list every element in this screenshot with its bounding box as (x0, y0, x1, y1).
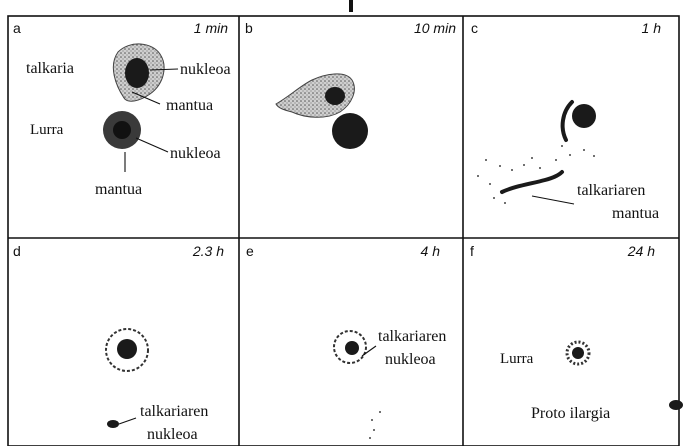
panel-f-illustration: Lurra Proto ilargia (500, 342, 683, 422)
label-c-line1: talkariaren (577, 182, 645, 199)
debris-stream (502, 172, 562, 192)
panel-f-letter: f (470, 243, 474, 259)
panel-c-time: 1 h (642, 20, 662, 36)
panel-a-illustration: talkaria nukleoa mantua Lurra nukleoa ma… (26, 44, 231, 198)
label-e-line2: nukleoa (385, 351, 436, 368)
panel-e-header: e 4 h (246, 243, 440, 259)
impactor-core-d (107, 420, 119, 428)
panel-c-letter: c (471, 20, 478, 36)
panel-a-letter: a (13, 20, 21, 36)
label-f-lurra: Lurra (500, 351, 534, 367)
panel-d-header: d 2.3 h (13, 243, 224, 259)
debris-dots-e (369, 411, 381, 439)
impactor-core (125, 58, 149, 88)
proto-moon (669, 400, 683, 410)
earth-core (113, 121, 131, 139)
ejecta-arc (563, 102, 572, 140)
panel-e-time: 4 h (421, 243, 441, 259)
top-divider-mark (349, 0, 353, 12)
panel-e-illustration: talkariaren nukleoa (334, 328, 446, 439)
panel-f-time: 24 h (627, 243, 655, 259)
earth-e (345, 341, 359, 355)
panel-d-time: 2.3 h (192, 243, 224, 259)
panel-c-header: c 1 h (471, 20, 661, 36)
label-talkaria: talkaria (26, 60, 74, 77)
label-d-line2: nukleoa (147, 426, 198, 443)
panel-a-time: 1 min (194, 20, 228, 36)
earth-c (572, 104, 596, 128)
impactor-core-b (325, 87, 345, 105)
earth-f (572, 347, 584, 359)
panel-b-letter: b (245, 20, 253, 36)
label-lurra-a: Lurra (30, 122, 64, 138)
panel-b-illustration (276, 74, 368, 149)
label-impactor-mantua: mantua (166, 97, 213, 114)
earth-d (117, 339, 137, 359)
panel-f-header: f 24 h (470, 243, 655, 259)
panel-c-illustration: talkariaren mantua (477, 102, 659, 222)
panel-b-header: b 10 min (245, 20, 456, 36)
panel-a-header: a 1 min (13, 20, 228, 36)
label-d-line1: talkariaren (140, 403, 208, 420)
label-earth-nukleoa: nukleoa (170, 145, 221, 162)
label-impactor-nukleoa: nukleoa (180, 61, 231, 78)
panel-b-time: 10 min (414, 20, 456, 36)
label-earth-mantua: mantua (95, 181, 142, 198)
label-e-line1: talkariaren (378, 328, 446, 345)
earth-b (332, 113, 368, 149)
panel-d-illustration: talkariaren nukleoa (106, 329, 208, 443)
panel-e-letter: e (246, 243, 254, 259)
panel-d-letter: d (13, 243, 21, 259)
label-c-line2: mantua (612, 205, 659, 222)
label-f-proto: Proto ilargia (531, 405, 610, 422)
